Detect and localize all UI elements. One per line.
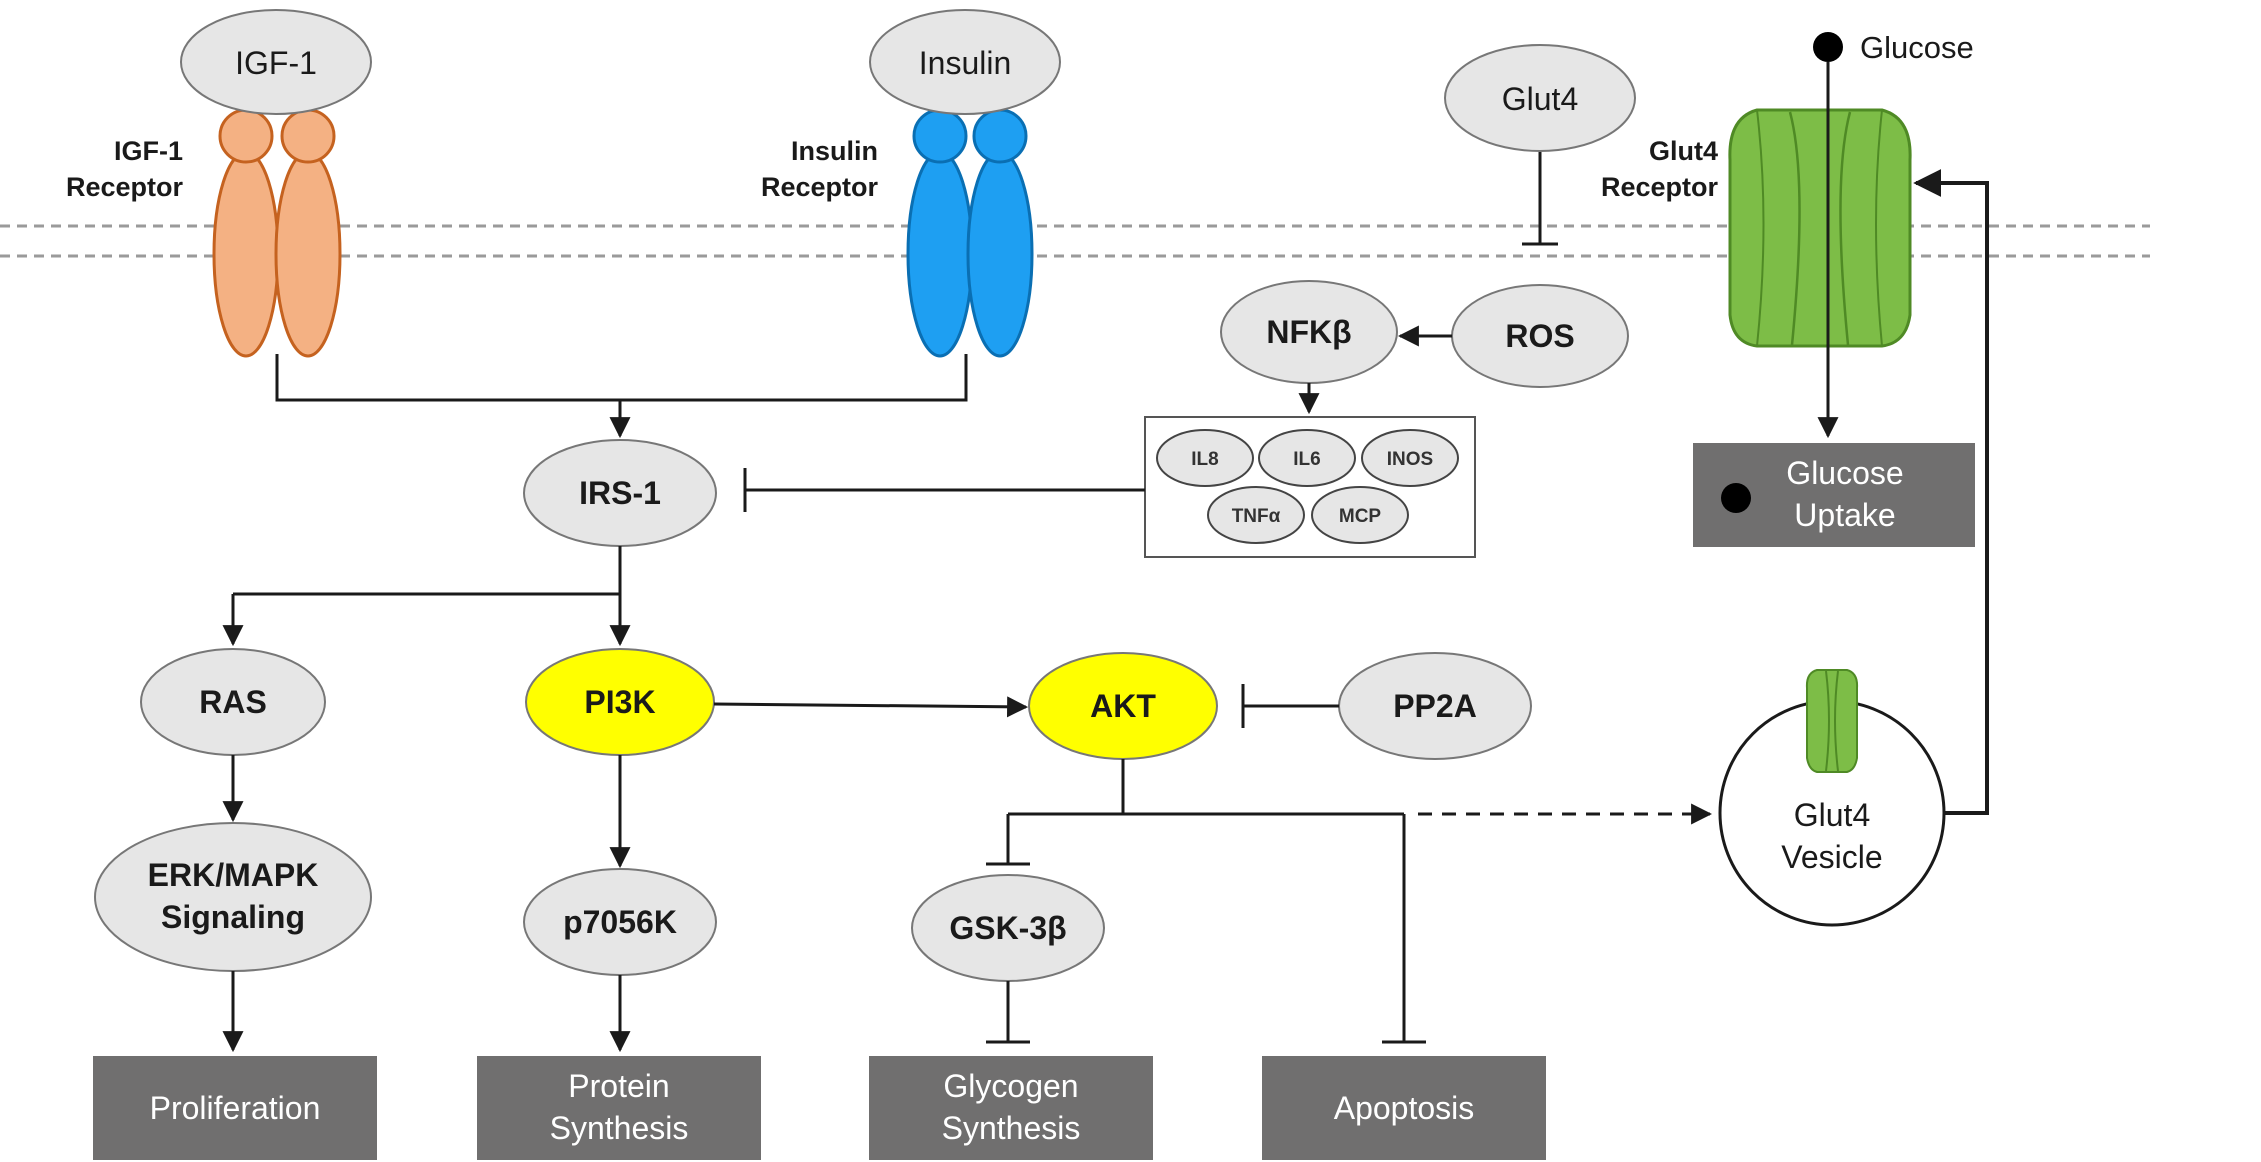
- irs1-label: IRS-1: [579, 475, 661, 511]
- glucose-uptake-box: Glucose Uptake: [1693, 443, 1975, 547]
- apoptosis-box: Apoptosis: [1262, 1056, 1546, 1160]
- cytokine-tnfa: TNFα: [1207, 486, 1305, 544]
- ras-node: RAS: [140, 648, 326, 756]
- glut4-inhibits-ros: [1522, 152, 1558, 246]
- cytokine-mcp: MCP: [1311, 486, 1409, 544]
- irs1-branches: [222, 546, 631, 647]
- proliferation-label: Proliferation: [150, 1090, 321, 1126]
- insulin-receptor-label-2: Receptor: [761, 172, 879, 202]
- igf1-receptor: [212, 108, 342, 358]
- insulin-label: Insulin: [919, 45, 1012, 81]
- pi3k-to-akt-arrow: [713, 696, 1029, 718]
- insulin-receptor-label-1: Insulin: [791, 136, 878, 166]
- insulin-receptor: [906, 108, 1034, 358]
- p7056k-node: p7056K: [523, 868, 717, 976]
- glucose-label: Glucose: [1860, 30, 1974, 65]
- cytokine-label: MCP: [1339, 506, 1382, 527]
- nfkb-label: NFKβ: [1266, 314, 1351, 350]
- protein-label-2: Synthesis: [550, 1110, 689, 1146]
- akt-node: AKT: [1028, 652, 1218, 760]
- pi3k-node: PI3K: [525, 648, 715, 756]
- p7056k-label: p7056K: [563, 904, 677, 940]
- pp2a-inhibits-akt: [1241, 684, 1339, 728]
- gsk3b-node: GSK-3β: [911, 874, 1105, 982]
- glut4-vesicle: Glut4 Vesicle: [1718, 669, 1946, 927]
- akt-outputs: [986, 759, 1426, 1044]
- vesicle-label-2: Vesicle: [1781, 839, 1882, 875]
- cytokine-label: INOS: [1387, 449, 1433, 470]
- glycogen-label-2: Synthesis: [942, 1110, 1081, 1146]
- pp2a-label: PP2A: [1393, 688, 1477, 724]
- glut4-label: Glut4: [1502, 81, 1578, 117]
- gsk3b-label: GSK-3β: [949, 910, 1066, 946]
- pi3k-label: PI3K: [584, 684, 655, 720]
- igf1-receptor-label-1: IGF-1: [114, 136, 183, 166]
- ros-node: ROS: [1451, 284, 1629, 388]
- igf1-receptor-label-2: Receptor: [66, 172, 184, 202]
- irs1-node: IRS-1: [523, 439, 717, 547]
- cytokine-inos: INOS: [1361, 429, 1459, 487]
- cytokine-il6: IL6: [1258, 429, 1356, 487]
- uptake-label-2: Uptake: [1794, 497, 1895, 533]
- akt-label: AKT: [1090, 688, 1156, 724]
- cytokine-il8: IL8: [1156, 429, 1254, 487]
- erk-label-2: Signaling: [161, 899, 305, 935]
- glut4-receptor: [1728, 108, 1912, 348]
- vesicle-label-1: Glut4: [1794, 797, 1870, 833]
- uptake-label-1: Glucose: [1786, 455, 1903, 491]
- insulin-ligand: Insulin: [869, 9, 1061, 115]
- glut4-receptor-label-2: Receptor: [1601, 172, 1719, 202]
- proliferation-box: Proliferation: [93, 1056, 377, 1160]
- protein-synthesis-box: Protein Synthesis: [477, 1056, 761, 1160]
- apoptosis-label: Apoptosis: [1334, 1090, 1475, 1126]
- glycogen-synthesis-box: Glycogen Synthesis: [869, 1056, 1153, 1160]
- pp2a-node: PP2A: [1338, 652, 1532, 760]
- igf1-label: IGF-1: [235, 45, 317, 81]
- protein-label-1: Protein: [568, 1068, 669, 1104]
- gsk3b-inhibits-glycogen: [986, 981, 1030, 1044]
- glucose-dot-icon: [1813, 32, 1843, 62]
- glut4-ligand: Glut4: [1444, 44, 1636, 152]
- cytokine-label: IL6: [1293, 449, 1320, 470]
- erk-label-1: ERK/MAPK: [148, 857, 319, 893]
- cytokines-inhibit-irs1: [743, 468, 1145, 512]
- cytokine-label: IL8: [1191, 449, 1218, 470]
- cytokine-label: TNFα: [1232, 506, 1281, 527]
- igf1-ligand: IGF-1: [180, 9, 372, 115]
- erk-mapk-node: ERK/MAPK Signaling: [94, 822, 372, 972]
- cytokine-box: IL8 IL6 INOS TNFα MCP: [1144, 416, 1476, 558]
- nfkb-node: NFKβ: [1220, 280, 1398, 384]
- glycogen-label-1: Glycogen: [943, 1068, 1078, 1104]
- ros-label: ROS: [1505, 318, 1574, 354]
- ras-label: RAS: [199, 684, 267, 720]
- receptor-to-irs1-connector: [275, 354, 968, 439]
- glut4-receptor-label-1: Glut4: [1649, 136, 1718, 166]
- vesicle-to-receptor-arrow: [1913, 169, 1989, 815]
- glucose-dot-icon: [1721, 483, 1751, 513]
